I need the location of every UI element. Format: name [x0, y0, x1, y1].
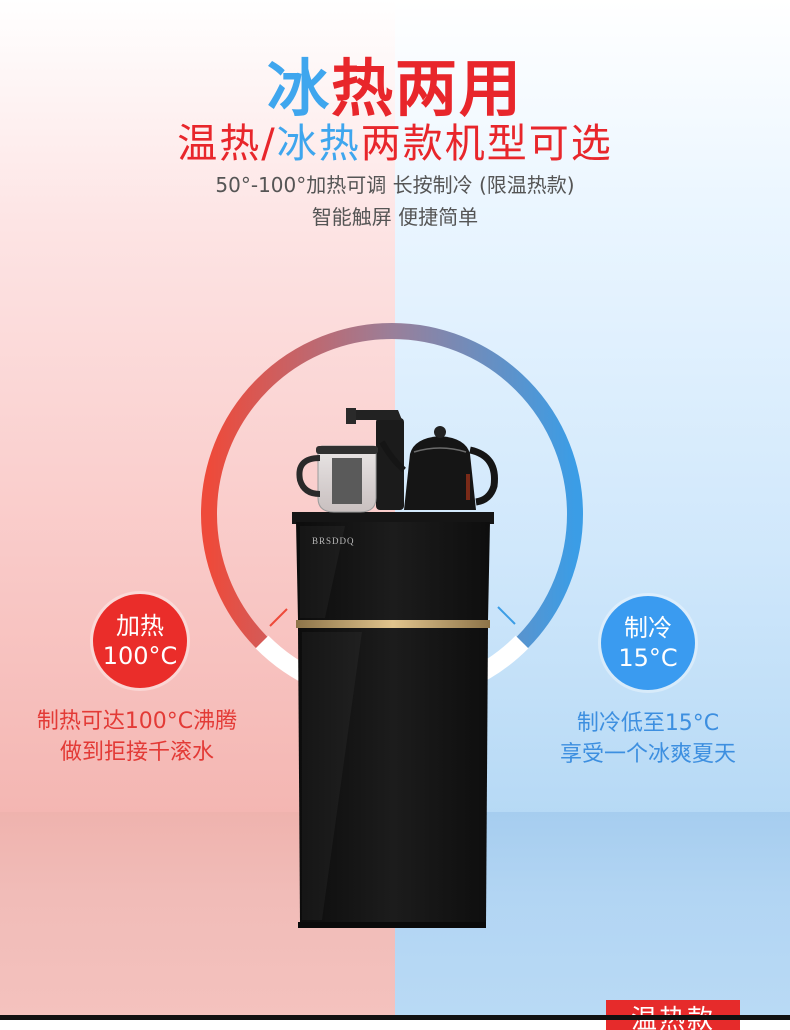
heating-description: 制热可达100°C沸腾 做到拒接千滚水 — [0, 706, 287, 768]
teapot-handle — [296, 455, 321, 497]
headline-hot: 热两用 — [331, 52, 524, 125]
heating-badge: 加热 100°C — [93, 594, 187, 688]
description-line2: 智能触屏 便捷简单 — [311, 205, 479, 229]
bottom-divider — [0, 1015, 790, 1020]
heating-temp: 100°C — [102, 642, 178, 670]
headline: 冰热两用 — [0, 52, 790, 126]
description-line1: 50°-100°加热可调 长按制冷 (限温热款) — [215, 173, 575, 197]
heating-desc-line1: 制热可达100°C沸腾 — [36, 709, 238, 734]
black-kettle — [404, 436, 476, 510]
ring-tick-hot — [269, 608, 288, 627]
kettle-spout — [379, 440, 406, 473]
subheadline: 温热/冰热两款机型可选 — [0, 118, 790, 170]
kettle-handle — [469, 446, 498, 506]
brand-logo: BRSDDQ — [312, 536, 355, 546]
heating-desc-line2: 做到拒接千滚水 — [59, 740, 214, 765]
kettle-lid-knob — [434, 426, 446, 438]
ring-tick-cold — [497, 606, 516, 625]
faucet-column — [376, 418, 404, 510]
gold-trim — [296, 620, 490, 628]
cooling-badge: 制冷 15°C — [601, 596, 695, 690]
lower-cabinet — [298, 628, 488, 924]
cooling-desc-line2: 享受一个冰爽夏天 — [559, 742, 736, 767]
cooling-desc-line1: 制冷低至15°C — [576, 711, 720, 736]
upper-cabinet — [296, 522, 490, 620]
faucet-arm — [346, 410, 402, 420]
subheadline-part1: 温热/ — [177, 121, 277, 167]
subheadline-part3: 两款机型可选 — [360, 121, 613, 167]
dispenser-top — [292, 512, 494, 524]
heating-label: 加热 — [116, 612, 164, 640]
cooling-temp: 15°C — [618, 644, 678, 672]
subheadline-part2: 冰热 — [276, 121, 361, 167]
kettle-indicator — [466, 474, 470, 500]
cooling-label: 制冷 — [624, 614, 672, 642]
cooling-description: 制冷低至15°C 享受一个冰爽夏天 — [498, 708, 790, 770]
headline-cold: 冰 — [266, 52, 331, 125]
tea-infuser — [332, 458, 362, 504]
